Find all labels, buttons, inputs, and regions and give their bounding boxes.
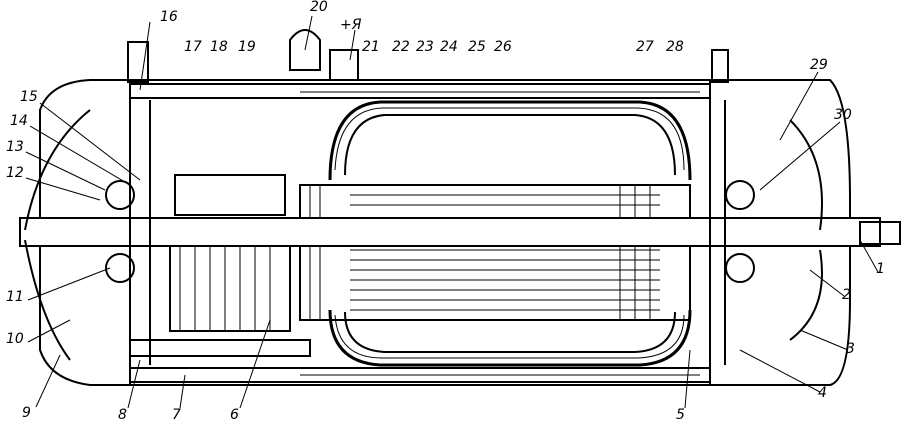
bolt-top-right [711, 49, 729, 83]
right-bearing-bottom [725, 253, 755, 283]
label-plus-ya: +Я [340, 17, 362, 33]
left-bearing-bottom [105, 253, 135, 283]
stator-yoke-top [129, 83, 711, 99]
label-11: 11 [6, 289, 24, 305]
label-25: 25 [468, 39, 486, 55]
left-bearing-top [105, 180, 135, 210]
label-20: 20 [310, 0, 328, 15]
field-winding-bottom-inner [344, 311, 676, 353]
label-24: 24 [440, 39, 458, 55]
brush-holder [174, 174, 286, 216]
label-30: 30 [834, 107, 852, 123]
label-13: 13 [6, 139, 24, 155]
left-fan [24, 109, 91, 361]
label-26: 26 [494, 39, 512, 55]
label-14: 14 [10, 113, 28, 129]
label-28: 28 [666, 39, 684, 55]
label-8: 8 [118, 407, 127, 423]
label-7: 7 [172, 407, 181, 423]
field-winding-top-inner [344, 114, 676, 176]
housing-outline [39, 79, 851, 386]
label-21: 21 [362, 39, 380, 55]
label-9: 9 [22, 405, 31, 421]
right-fan [789, 119, 823, 341]
label-12: 12 [6, 165, 24, 181]
field-winding-top [328, 100, 692, 181]
label-17: 17 [184, 39, 202, 55]
label-4: 4 [818, 385, 827, 401]
label-22: 22 [392, 39, 410, 55]
label-6: 6 [230, 407, 239, 423]
label-15: 15 [20, 89, 38, 105]
armature-core [299, 184, 691, 321]
terminal-20 [289, 29, 321, 71]
label-27: 27 [636, 39, 654, 55]
label-2: 2 [842, 287, 851, 303]
right-bearing-top [725, 180, 755, 210]
label-10: 10 [6, 331, 24, 347]
label-1: 1 [876, 261, 885, 277]
shaft [19, 217, 881, 247]
label-16: 16 [160, 9, 178, 25]
bolt-top-left [127, 41, 149, 83]
terminal-plus [329, 49, 359, 81]
left-end-shield [129, 80, 151, 385]
label-18: 18 [210, 39, 228, 55]
field-winding-bottom [328, 309, 692, 367]
label-23: 23 [416, 39, 434, 55]
shaft-end [859, 221, 901, 245]
label-3: 3 [846, 341, 855, 357]
tie-rod-bottom [129, 339, 311, 357]
commutator [169, 245, 291, 332]
right-end-shield [709, 80, 726, 385]
label-5: 5 [676, 407, 685, 423]
label-29: 29 [810, 57, 828, 73]
label-19: 19 [238, 39, 256, 55]
